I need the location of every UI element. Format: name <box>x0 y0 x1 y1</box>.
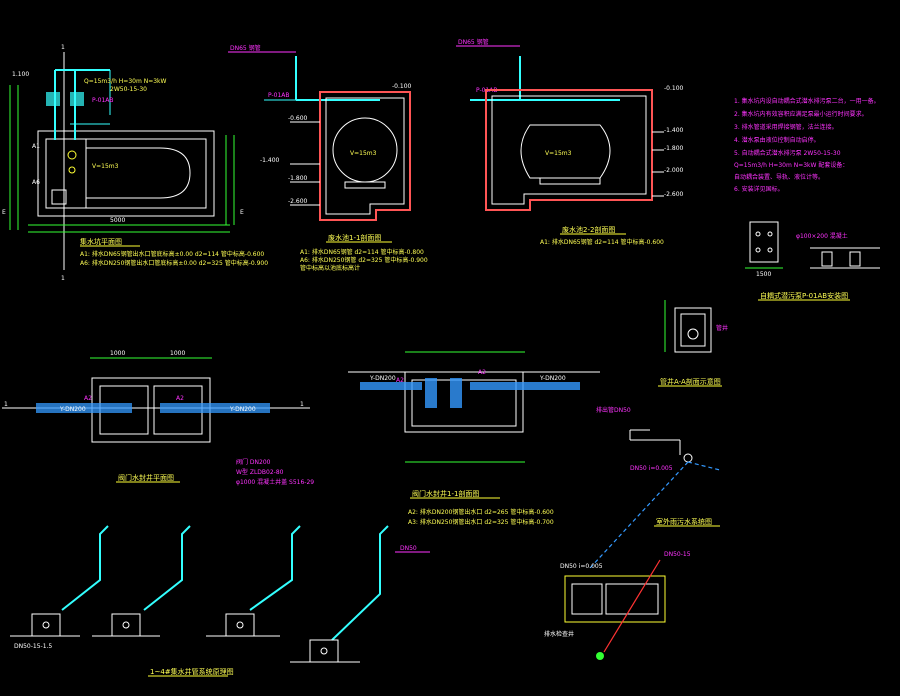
section-a-title: 管井A-A剖面示意图 <box>660 377 721 386</box>
plan-note-1: A1: 排水DN65钢管出水口管底标高±0.00 d2=114 管中标高-0.6… <box>80 250 264 258</box>
riser-title: 1~4#集水井管系统原理图 <box>150 667 234 676</box>
s11-tag: P-01AB <box>268 92 290 99</box>
pump-detail-title: 自耦式潜污泵P-01AB安装图 <box>760 291 848 300</box>
section-2-2-view: DN65 钢管 P-01AB V=15m3 -0.100 -1.400 -1.8… <box>456 38 684 246</box>
pump-detail-dim: 1500 <box>756 271 771 278</box>
plan-note-2: A6: 排水DN250钢管出水口管底标高±0.00 d2=325 管中标高-0.… <box>80 259 268 267</box>
s22-note: A1: 排水DN65钢管 d2=114 管中标高-0.600 <box>540 238 664 246</box>
note-line-8: 6. 安装详见国标。 <box>734 185 784 193</box>
valve-plan-note-3: φ1000 混凝土井盖 S516-29 <box>236 478 314 486</box>
svg-text:DN65 钢管: DN65 钢管 <box>230 44 261 52</box>
valve-plan-dim-right: 1000 <box>170 350 185 357</box>
note-line-4: 4. 潜水泵由液位控制自动启停。 <box>734 136 820 144</box>
svg-text:-1.400: -1.400 <box>664 127 684 134</box>
note-line-1: 1. 集水坑内设自动耦合式潜水排污泵二台，一用一备。 <box>734 97 880 105</box>
valve-sec-pipe-right: Y-DN200 <box>539 375 566 382</box>
s22-title: 废水池2-2剖面图 <box>562 225 615 234</box>
svg-text:5000: 5000 <box>110 217 125 224</box>
svg-text:排出管DN50: 排出管DN50 <box>596 406 631 414</box>
outdoor-drain-system: 排出管DN50 DN50 i=0.005 室外雨污水系统图 DN50 i=0.0… <box>544 406 721 660</box>
svg-text:E: E <box>240 209 244 216</box>
svg-text:管井: 管井 <box>716 324 728 332</box>
plan-volume: V=15m3 <box>92 163 119 170</box>
svg-text:-2.000: -2.000 <box>664 167 684 174</box>
svg-text:-0.600: -0.600 <box>288 115 308 122</box>
svg-text:A1: A1 <box>32 143 40 150</box>
drain-system-pipe: DN50 i=0.005 <box>560 563 603 570</box>
svg-text:2W50-15-30: 2W50-15-30 <box>110 86 147 93</box>
pump-install-detail: 1500 φ100×200 混凝土 自耦式潜污泵P-01AB安装图 <box>745 221 880 301</box>
valve-sec-note-2: A3: 排水DN250钢管出水口 d2=325 管中标高-0.700 <box>408 518 554 526</box>
s11-volume: V=15m3 <box>350 150 377 157</box>
plan-tag: P-01AB <box>92 97 114 104</box>
riser-note: DN50-15-1.5 <box>14 643 52 650</box>
section-mark-top: 1 <box>61 44 65 51</box>
note-line-6: Q=15m3/h H=30m N=3kW 配套设备： <box>734 161 848 169</box>
valve-sec-tag-2: A2 <box>478 369 486 376</box>
note-line-7: 自动耦合装置、导轨、液位计等。 <box>734 173 824 181</box>
valve-plan-pipe-left: Y-DN200 <box>59 406 86 413</box>
svg-text:DN50 i=0.005: DN50 i=0.005 <box>630 465 673 472</box>
svg-text:1: 1 <box>300 401 304 408</box>
s11-title: 废水池1-1剖面图 <box>328 233 381 242</box>
valve-plan-tag-2: A2 <box>176 395 184 402</box>
valve-plan-dim-left: 1000 <box>110 350 125 357</box>
section-mark-bottom: 1 <box>61 275 65 282</box>
valve-sec-pipe-left: Y-DN200 <box>369 375 396 382</box>
svg-text:-2.600: -2.600 <box>664 191 684 198</box>
plan-title: 集水坑平面图 <box>80 237 122 246</box>
s11-note-3: 管中标高以池底标高计 <box>300 264 360 272</box>
valve-well-plan: 1000 1000 Y-DN200 Y-DN200 A2 A2 1 1 阀门 D… <box>2 350 314 486</box>
svg-text:E: E <box>2 209 6 216</box>
svg-text:Q=15m3/h H=30m N=3kW: Q=15m3/h H=30m N=3kW <box>84 78 167 85</box>
riser-diagram: DN50 DN50-15-1.5 1~4#集水井管系统原理图 <box>10 525 430 677</box>
svg-text:排水检查井: 排水检查井 <box>544 630 574 638</box>
svg-text:DN65 钢管: DN65 钢管 <box>458 38 489 46</box>
section-1-1-view: DN65 钢管 P-01AB V=15m3 -0.600 -1.400 -1.8… <box>228 44 428 272</box>
s11-note-1: A1: 排水DN65钢管 d2=114 管中标高-0.800 <box>300 248 424 256</box>
svg-text:1.100: 1.100 <box>12 71 29 78</box>
valve-plan-pipe-right: Y-DN200 <box>229 406 256 413</box>
svg-text:-1.400: -1.400 <box>260 157 280 164</box>
svg-text:φ100×200 混凝土: φ100×200 混凝土 <box>796 232 848 240</box>
valve-plan-title: 阀门水封井平面图 <box>118 473 174 482</box>
svg-text:-2.600: -2.600 <box>288 198 308 205</box>
valve-well-section: Y-DN200 Y-DN200 A2 A2 阀门水封井1-1剖面图 A2: 排水… <box>348 351 600 526</box>
note-line-5: 5. 自动耦合式潜水排污泵 2W50-15-30 <box>734 149 841 157</box>
valve-plan-note-1: 阀门 DN200 <box>236 458 271 466</box>
drain-system-tag: DN50-15 <box>664 551 691 558</box>
svg-text:-1.800: -1.800 <box>664 145 684 152</box>
valve-sec-title: 阀门水封井1-1剖面图 <box>412 489 479 498</box>
s11-note-2: A6: 排水DN250钢管 d2=325 管中标高-0.900 <box>300 256 428 264</box>
section-a-a-view: 管井 管井A-A剖面示意图 <box>658 300 728 387</box>
svg-text:A6: A6 <box>32 179 40 186</box>
svg-text:-1.800: -1.800 <box>288 175 308 182</box>
sump-plan-view: 1 1 E E P-01AB V=15m3 A1 A6 <box>2 44 268 282</box>
svg-text:-0.100: -0.100 <box>392 83 412 90</box>
svg-text:DN50: DN50 <box>400 545 417 552</box>
valve-sec-note-1: A2: 排水DN200钢管出水口 d2=265 管中标高-0.600 <box>408 508 554 516</box>
general-notes: 1. 集水坑内设自动耦合式潜水排污泵二台，一用一备。 2. 集水坑内有效容积应满… <box>734 97 880 193</box>
svg-text:-0.100: -0.100 <box>664 85 684 92</box>
valve-sec-tag-1: A2 <box>396 377 404 384</box>
svg-text:1: 1 <box>4 401 8 408</box>
valve-plan-tag-1: A2 <box>84 395 92 402</box>
valve-plan-note-2: W型 ZLDB02-80 <box>236 468 284 476</box>
drain-system-title: 室外雨污水系统图 <box>656 517 712 526</box>
note-line-3: 3. 排水管道采用焊接钢管，法兰连接。 <box>734 123 838 131</box>
note-line-2: 2. 集水坑内有效容积应满足泵最小运行时间要求。 <box>734 110 868 118</box>
s22-volume: V=15m3 <box>545 150 572 157</box>
